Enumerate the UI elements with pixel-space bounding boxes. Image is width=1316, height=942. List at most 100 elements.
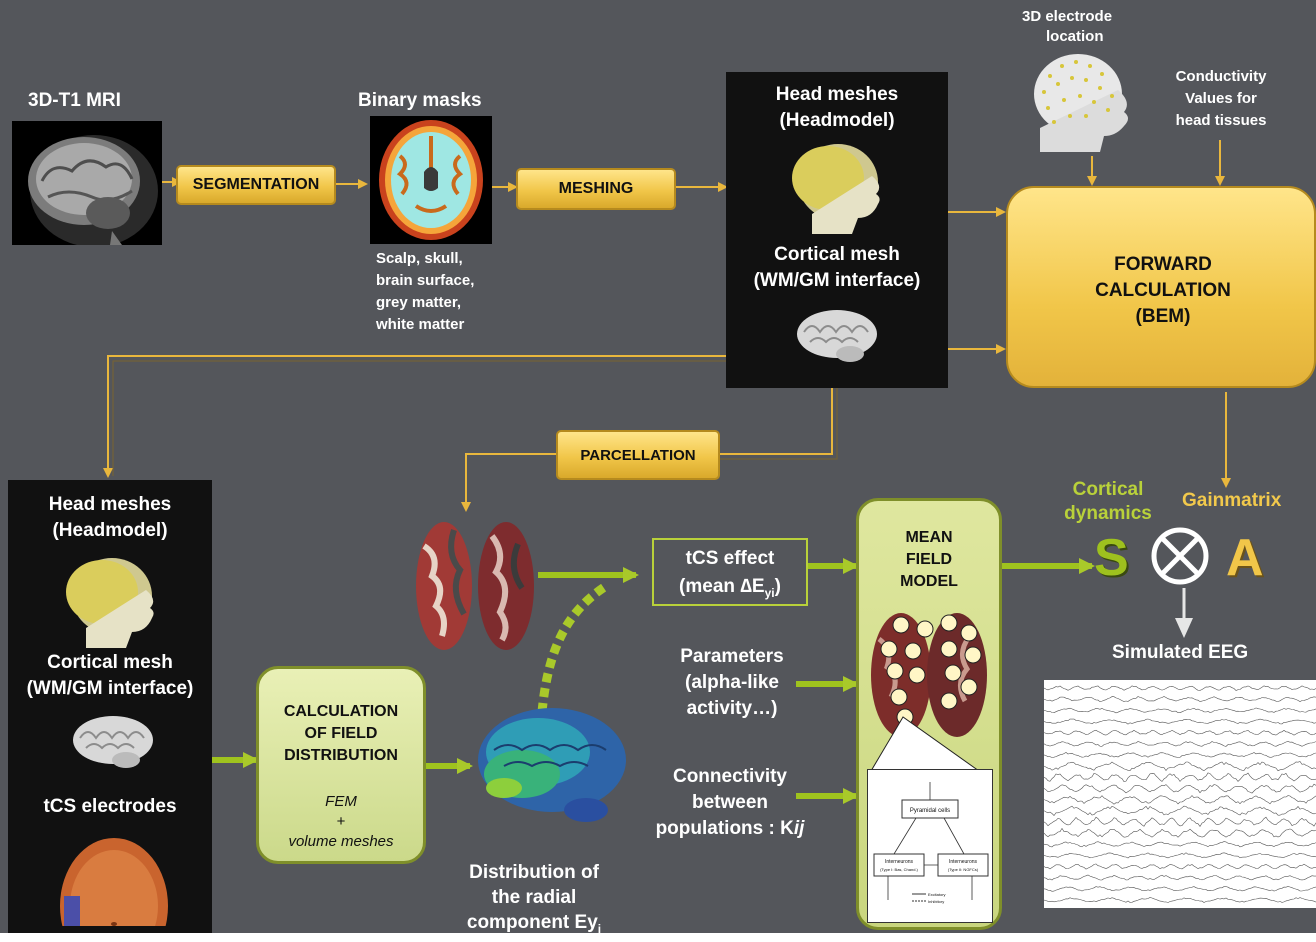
head-panel-left-cortical-2: (WM/GM interface)	[26, 678, 194, 699]
excitatory-text: Excitatory	[928, 892, 946, 897]
eeg-trace	[1044, 886, 1316, 892]
cortical-dynamics-label: Cortical dynamics	[1052, 478, 1164, 526]
forward-line-2: CALCULATION	[1095, 280, 1231, 301]
eeg-trace	[1044, 827, 1316, 838]
connectivity-prefix: populations : K	[655, 818, 794, 839]
dist-to-tcs-dashed-arrow	[537, 582, 609, 713]
head-panel-left-title-1: Head meshes	[48, 494, 172, 515]
electrode-label-1: 3D electrode	[1022, 8, 1113, 25]
eeg-trace	[1044, 783, 1316, 794]
masks-title: Binary masks	[358, 90, 482, 111]
mask-brain-icon	[379, 120, 483, 240]
eeg-trace	[1044, 752, 1316, 758]
callout-triangle	[870, 716, 981, 772]
inter1-text-1: Interneurons	[885, 859, 914, 865]
electrode-head-icon	[1034, 54, 1128, 152]
parcellated-brain-icon	[416, 522, 534, 650]
eeg-panel	[1044, 680, 1316, 908]
meshing-step: MESHING	[516, 168, 676, 210]
tcs-effect-line-2: (mean ∆Eyi)	[654, 576, 806, 600]
head-panel-top-cortical-2: (WM/GM interface)	[753, 270, 921, 291]
tcs-electrode-pad	[64, 896, 80, 926]
masks-caption-line-4: white matter	[376, 316, 465, 333]
field-calculation-box: CALCULATION OF FIELD DISTRIBUTION FEM + …	[256, 666, 426, 864]
eeg-trace	[1044, 863, 1316, 870]
conductivity-line-1: Conductivity	[1175, 68, 1267, 85]
distribution-caption: Distribution of the radial component Eyi	[444, 860, 624, 942]
mean-field-model-box: MEAN FIELD MODEL Pyramidal cells Interne…	[856, 498, 1002, 930]
field-distribution-brain-icon	[478, 708, 626, 822]
cortex-icon-left	[73, 716, 153, 768]
field-calc-volume: volume meshes	[288, 833, 394, 850]
distribution-line-3-sub: i	[597, 921, 602, 936]
distribution-line-1: Distribution of	[469, 862, 599, 883]
eeg-trace	[1044, 841, 1316, 848]
eeg-trace	[1044, 729, 1316, 736]
mean-field-line-1: MEAN	[905, 529, 953, 546]
forward-calculation-box: FORWARD CALCULATION (BEM)	[1006, 186, 1316, 388]
eeg-trace	[1044, 795, 1316, 805]
eeg-trace	[1044, 741, 1316, 747]
field-calc-line-3: DISTRIBUTION	[284, 747, 398, 764]
tcs-effect-sub: yi	[764, 585, 775, 600]
mri-brain-icon	[28, 135, 158, 245]
eeg-trace	[1044, 805, 1316, 816]
distribution-line-3: component Eyi	[444, 910, 624, 942]
distribution-line-3-text: component Ey	[466, 912, 598, 933]
field-calc-fem: FEM	[325, 793, 357, 810]
head-panel-top-title-1: Head meshes	[775, 84, 899, 105]
masks-caption-line-2: brain surface,	[376, 272, 475, 289]
conductivity-line-2: Values for	[1185, 90, 1257, 107]
segmentation-step: SEGMENTATION	[176, 165, 336, 205]
electrode-dots	[1042, 60, 1114, 124]
mri-title: 3D-T1 MRI	[28, 90, 121, 111]
gold-connectors	[103, 140, 1231, 512]
otimes-icon	[1151, 527, 1209, 585]
parameters-line-1: Parameters	[680, 646, 784, 667]
field-calc-line-1: CALCULATION	[283, 703, 399, 720]
tcs-electrodes-label: tCS electrodes	[43, 796, 177, 817]
parameters-line-2: (alpha-like	[685, 672, 779, 693]
connectivity-line-3: populations : Kij	[630, 816, 830, 842]
head-panel-left: Head meshes (Headmodel) Cortical mesh (W…	[8, 480, 212, 933]
head-mesh-icon	[792, 144, 880, 234]
tcs-effect-suffix: )	[774, 576, 781, 597]
masks-caption-line-1: Scalp, skull,	[376, 250, 463, 267]
connectivity-text: Connectivity between populations : Kij	[630, 764, 830, 842]
forward-line-3: (BEM)	[1135, 306, 1191, 327]
inter2-text-1: Interneurons	[949, 859, 978, 865]
head-panel-top-title-2: (Headmodel)	[779, 110, 895, 131]
mask-image	[370, 116, 492, 244]
head-panel-left-title-2: (Headmodel)	[52, 520, 168, 541]
field-calc-plus: +	[336, 813, 346, 830]
population-nodes	[880, 614, 982, 726]
eeg-trace	[1044, 772, 1316, 783]
inter2-box	[937, 853, 989, 877]
cortical-dynamics-line-1: Cortical	[1072, 479, 1144, 500]
mri-image	[12, 121, 162, 245]
gold-connectors-shadow	[112, 360, 838, 476]
head-panel-top-cortical-1: Cortical mesh	[774, 244, 900, 265]
mean-field-line-3: MODEL	[900, 573, 958, 590]
simulated-eeg-label: Simulated EEG	[1112, 642, 1249, 663]
head-to-parcellation-line	[666, 388, 833, 455]
tcs-effect-prefix: (mean	[679, 576, 741, 597]
tcs-effect-box: tCS effect (mean ∆Eyi)	[652, 538, 808, 606]
head-to-left-panel-line	[103, 355, 726, 478]
meshing-label: MESHING	[558, 180, 634, 197]
tcs-effect-symbol: ∆E	[740, 576, 765, 597]
eeg-trace	[1044, 897, 1316, 903]
eeg-trace	[1044, 761, 1316, 772]
parameters-line-3: activity…)	[686, 698, 778, 719]
masks-caption: Scalp, skull, brain surface, grey matter…	[376, 248, 516, 336]
inhibitory-text: Inhibitory	[928, 899, 944, 904]
pyramidal-text: Pyramidal cells	[910, 808, 950, 814]
population-inset: Pyramidal cells Interneurons (Type I: Ba…	[867, 769, 993, 923]
electrode-label-2: location	[1046, 28, 1104, 45]
connectivity-italic: ij	[793, 818, 805, 839]
cortex-icon-top	[797, 310, 877, 362]
forward-line-1: FORWARD	[1114, 254, 1212, 275]
eeg-trace	[1044, 852, 1316, 859]
